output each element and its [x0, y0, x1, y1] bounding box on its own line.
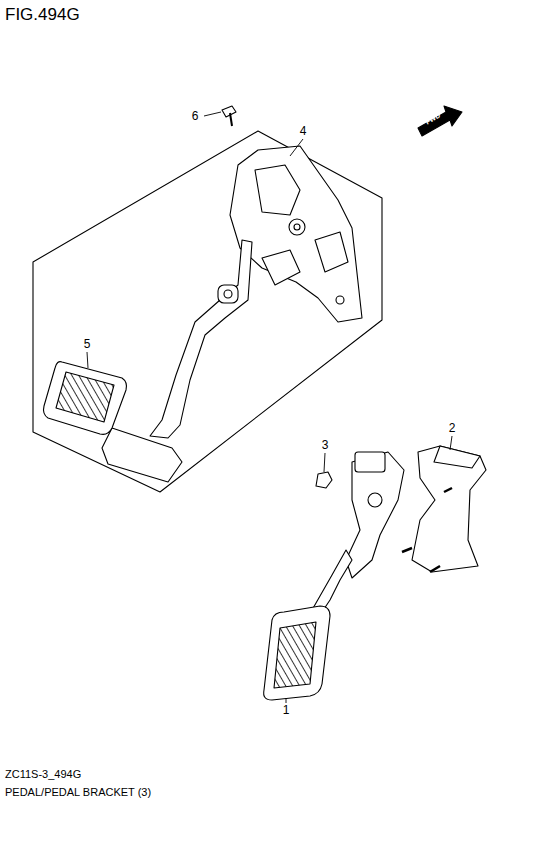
leader-line [324, 453, 325, 472]
pedal-arm [150, 240, 252, 438]
figure-caption: PEDAL/PEDAL BRACKET (3) [5, 786, 151, 798]
leader-line [290, 139, 303, 156]
bolt-head [222, 106, 236, 117]
pedal-bracket [230, 146, 362, 322]
pivot-boss [289, 219, 305, 235]
sensor [368, 493, 382, 507]
figure-title: FIG.494G [5, 6, 80, 25]
accelerator-bracket [412, 446, 486, 572]
callout-number: 4 [300, 125, 307, 138]
pedal-module [346, 452, 404, 578]
leader-line [87, 352, 88, 368]
clevis [218, 285, 238, 303]
bracket-clip [262, 250, 300, 285]
figure-code: ZC11S-3_494G [5, 768, 81, 780]
stud [430, 566, 440, 572]
pad-cover [44, 362, 127, 435]
callout-number: 5 [84, 338, 91, 351]
stud [402, 548, 412, 552]
bracket-hole [336, 296, 344, 304]
nut [316, 472, 332, 488]
pedal-pad [102, 428, 182, 482]
bracket-top [434, 446, 480, 468]
pad-ribs [274, 622, 316, 688]
pad-cover-ribs [56, 372, 114, 422]
clevis-pin [224, 290, 232, 298]
callout-number: 6 [192, 110, 199, 123]
assembly-outline [33, 131, 382, 492]
accelerator-arm [312, 550, 352, 612]
stud [444, 488, 452, 492]
bracket-rib [255, 165, 300, 215]
pivot-hole [294, 224, 300, 230]
switch-mount [315, 232, 348, 272]
callout-number: 2 [449, 422, 456, 435]
accelerator-pad [264, 606, 330, 700]
leader-line [286, 698, 287, 703]
callout-number: 1 [283, 704, 290, 717]
fwd-arrow [418, 106, 462, 136]
callout-number: 3 [322, 439, 329, 452]
leader-line [204, 112, 221, 116]
leader-line [450, 436, 452, 450]
connector [355, 452, 385, 472]
bolt-shank [230, 113, 232, 126]
